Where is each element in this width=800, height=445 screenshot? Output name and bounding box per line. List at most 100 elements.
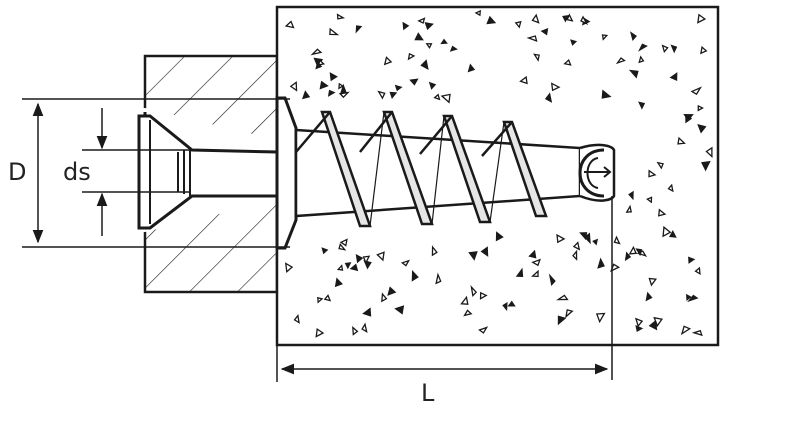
speckle	[420, 59, 429, 71]
speckle	[478, 326, 489, 334]
speckle	[289, 81, 298, 92]
speckle	[556, 294, 569, 301]
dimension-l	[276, 345, 609, 382]
speckle	[697, 124, 707, 134]
speckle	[467, 63, 476, 73]
speckle	[648, 319, 658, 331]
speckle	[468, 251, 478, 261]
speckle	[628, 69, 639, 79]
speckle	[315, 327, 325, 338]
speckle	[362, 255, 371, 265]
speckle	[630, 31, 637, 42]
speckle	[565, 309, 574, 319]
speckle	[635, 248, 643, 257]
speckle	[338, 243, 347, 251]
speckle	[572, 249, 578, 261]
speckle	[691, 329, 703, 337]
speckle	[514, 20, 522, 29]
speckle	[638, 55, 645, 64]
speckle	[697, 104, 704, 112]
speckle	[435, 272, 442, 285]
speckle	[495, 231, 504, 242]
speckle	[700, 45, 708, 55]
speckle	[595, 312, 606, 324]
speckle	[530, 269, 539, 278]
speckle	[601, 89, 612, 99]
speckle	[613, 235, 621, 245]
speckle	[662, 225, 672, 238]
speckle	[394, 84, 403, 92]
label-length: L	[421, 379, 435, 407]
speckle	[479, 291, 488, 300]
speckle	[338, 82, 345, 90]
speckle	[428, 81, 437, 90]
speckle	[319, 80, 329, 90]
speckle	[540, 28, 549, 36]
dimension-d	[22, 98, 290, 248]
speckle	[417, 17, 426, 24]
speckle	[318, 59, 326, 66]
speckle	[425, 43, 433, 49]
speckle	[597, 257, 605, 269]
speckle	[334, 277, 343, 288]
speckle	[563, 59, 572, 66]
speckle	[572, 241, 581, 251]
speckle	[531, 13, 540, 24]
speckle	[339, 238, 348, 247]
speckle	[683, 114, 694, 122]
speckle	[686, 293, 692, 302]
speckle	[638, 43, 648, 52]
material-speckles	[284, 9, 713, 338]
speckle	[411, 270, 419, 282]
speckle	[362, 307, 372, 317]
speckle	[460, 295, 469, 305]
speckle	[557, 315, 567, 326]
speckle	[580, 15, 589, 25]
speckle	[389, 91, 398, 100]
speckle	[562, 15, 570, 23]
speckle	[474, 9, 481, 17]
speckle	[556, 233, 566, 244]
speckle	[400, 259, 411, 267]
label-shank-diameter: ds	[63, 158, 91, 186]
speckle	[486, 15, 497, 25]
speckle	[381, 292, 388, 303]
speckle	[440, 93, 451, 104]
speckle	[323, 294, 332, 302]
speckle	[376, 251, 385, 262]
speckle	[433, 93, 441, 101]
speckle	[284, 20, 295, 29]
speckle	[377, 90, 386, 100]
speckle	[533, 53, 540, 62]
speckle	[336, 13, 346, 20]
speckle	[669, 72, 678, 81]
speckle	[645, 291, 653, 302]
label-head-diameter: D	[8, 158, 26, 186]
speckle	[528, 249, 537, 259]
speckle	[361, 322, 368, 334]
speckle	[317, 296, 324, 304]
speckle	[344, 262, 352, 270]
speckle	[667, 183, 674, 193]
speckle	[531, 258, 541, 267]
speckle	[293, 314, 300, 324]
speckle	[624, 251, 632, 262]
speckle	[690, 86, 703, 96]
speckle	[687, 294, 699, 303]
speckle	[440, 38, 448, 45]
screw-threads	[295, 110, 548, 228]
speckle	[383, 56, 393, 66]
speckle	[657, 208, 667, 217]
dimension-ds	[82, 108, 190, 236]
speckle	[301, 90, 311, 100]
speckle	[592, 238, 599, 246]
speckle	[355, 25, 363, 34]
speckle	[677, 136, 686, 145]
speckle	[470, 284, 478, 297]
speckle	[336, 264, 344, 271]
speckle	[526, 35, 538, 42]
speckle	[638, 101, 646, 110]
speckle	[402, 21, 410, 31]
speckle	[310, 48, 323, 56]
